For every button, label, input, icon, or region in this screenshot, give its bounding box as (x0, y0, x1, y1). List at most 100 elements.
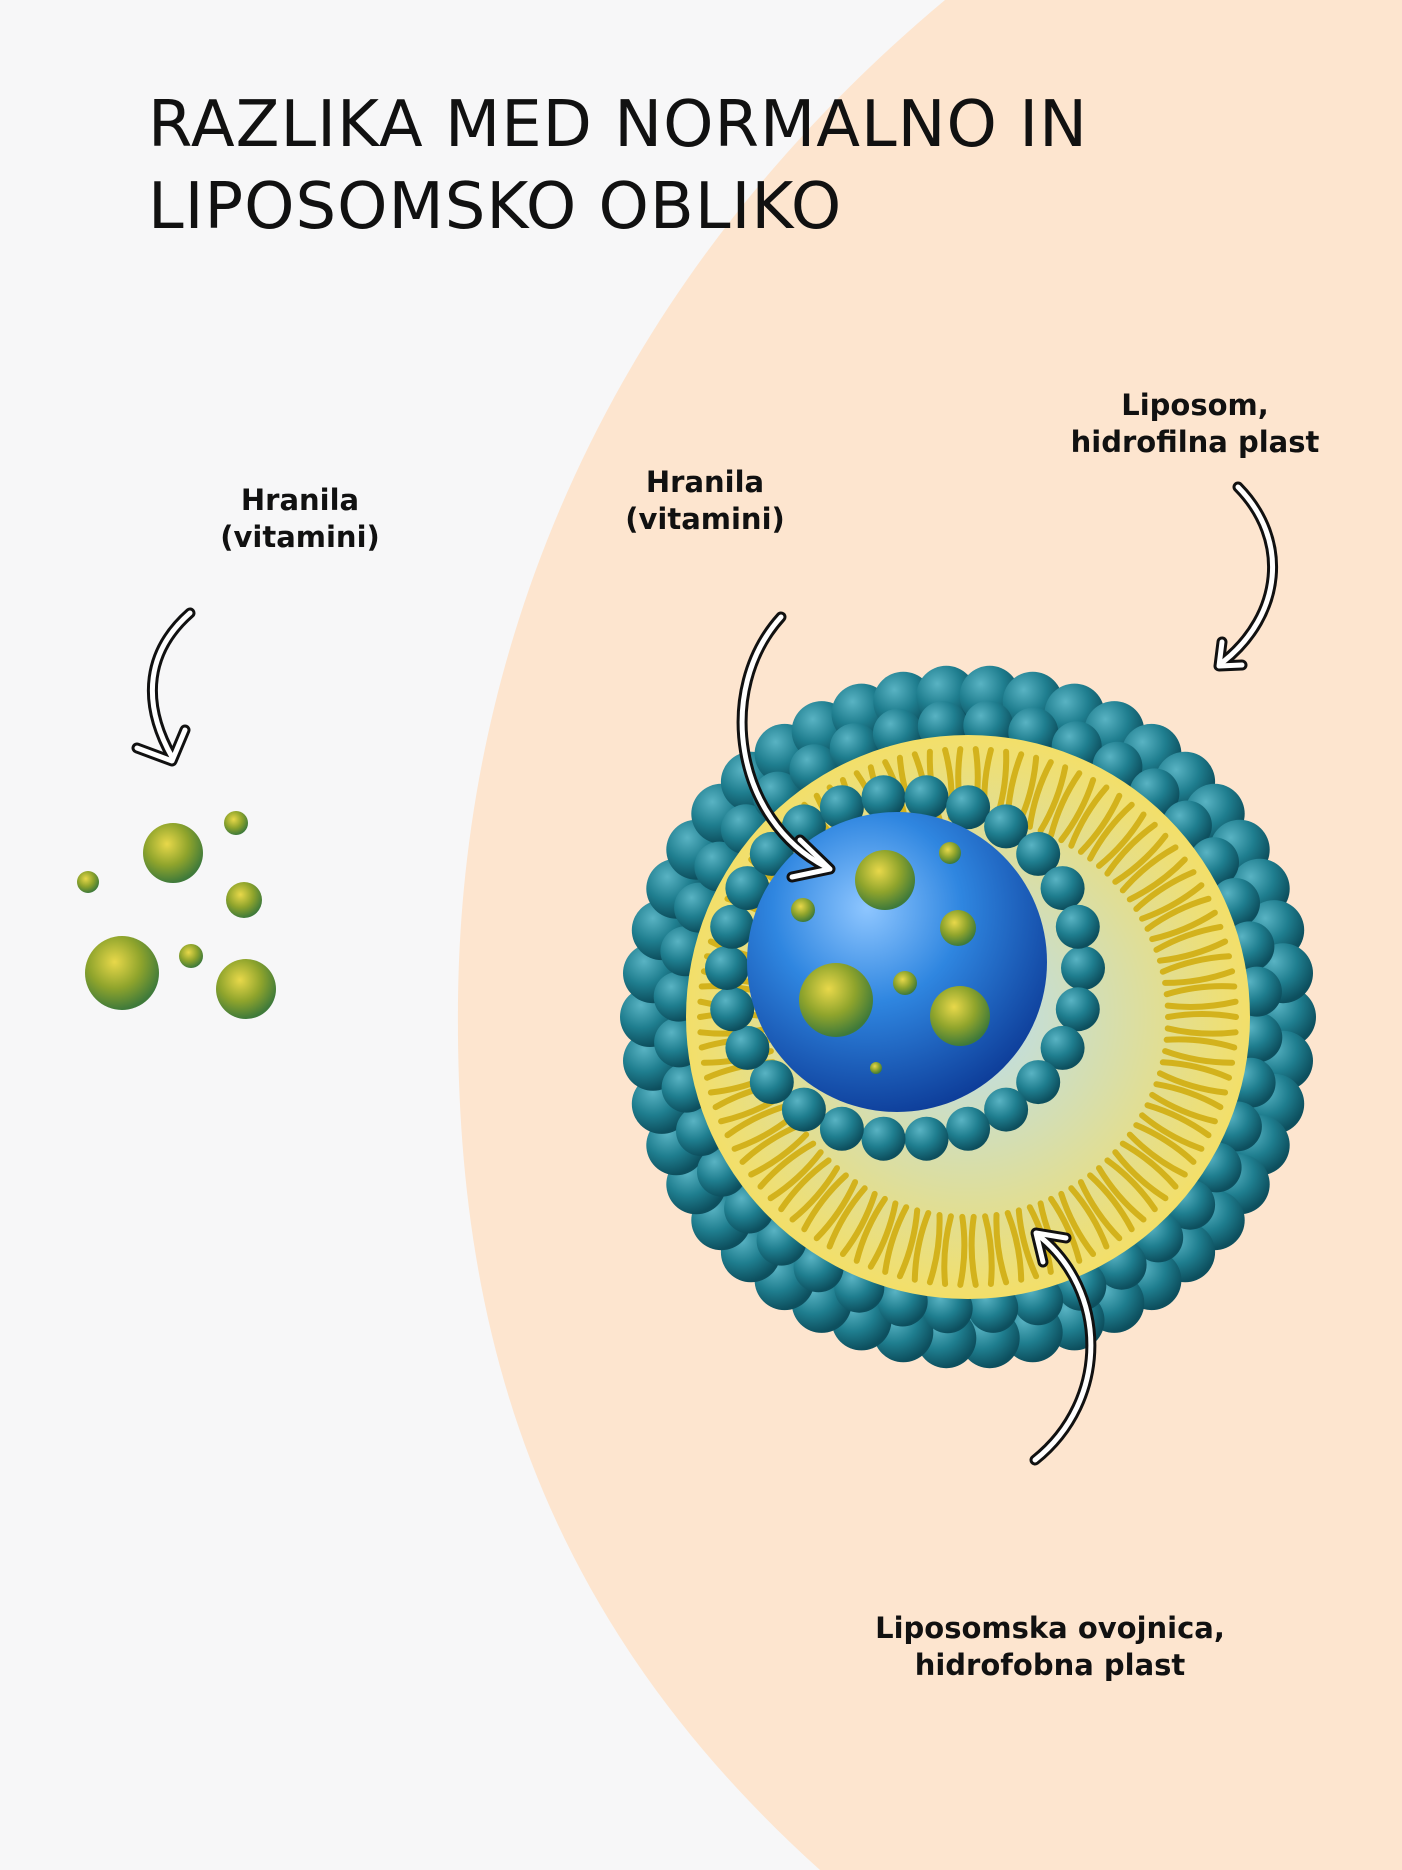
lipid-head (946, 1106, 991, 1151)
lipid-tail (1112, 1149, 1169, 1202)
lipid-tail (1048, 1195, 1083, 1264)
lipid-head (1016, 1060, 1061, 1105)
lipid-tail (1096, 1165, 1147, 1223)
label-line: hidrofobna plast (914, 1648, 1186, 1682)
lipid-tail (1058, 777, 1097, 844)
lipid-tail (1112, 832, 1169, 885)
lipid-head (1040, 1025, 1085, 1070)
lipid-tail (789, 1165, 840, 1223)
lipid-tail (1133, 869, 1197, 912)
lipid-head (710, 987, 755, 1032)
lipid-tail (853, 1195, 888, 1264)
lipid-tail (1162, 1048, 1236, 1066)
lipid-tail (1165, 1011, 1239, 1020)
lipid-head (904, 775, 949, 820)
title-line-1: RAZLIKA MED NORMALNO IN (148, 88, 1088, 162)
lipid-tail (757, 1140, 817, 1190)
lipid-head (749, 1060, 794, 1105)
nutrient-particle-icon (791, 898, 815, 922)
lipid-tail (1149, 1091, 1218, 1125)
inner-head-layer (705, 775, 1105, 1161)
lipid-tail (896, 1207, 921, 1280)
lipid-tail (1163, 983, 1238, 998)
lipid-tail (1015, 1207, 1040, 1280)
lipid-tail (1058, 1190, 1097, 1257)
lipid-tail (1096, 811, 1147, 869)
lipid-head (946, 785, 991, 830)
lipid-tail (1104, 1157, 1158, 1213)
label-envelope-hydrophobic: Liposomska ovojnica, hidrofobna plast (815, 1610, 1285, 1684)
lipid-head (725, 1025, 770, 1070)
lipid-tail (1119, 1140, 1179, 1190)
lipid-tail (813, 1179, 859, 1242)
lipid-tail (1164, 998, 1239, 1010)
nutrient-particle-icon (870, 1062, 882, 1074)
label-line: Hranila (645, 465, 765, 499)
lipid-tail (1087, 1172, 1135, 1233)
lipid-tail (957, 1213, 968, 1288)
lipid-tail (1077, 1179, 1123, 1242)
nutrient-particle-icon (77, 871, 99, 893)
lipid-tail (1159, 1059, 1232, 1081)
nutrient-particle-icon (143, 823, 203, 883)
nutrient-particle-icon (216, 959, 276, 1019)
nutrient-particle-icon (799, 963, 873, 1037)
nutrient-particle-icon (226, 882, 262, 918)
lipid-tail (1156, 938, 1229, 964)
lipid-head (1040, 866, 1085, 911)
lipid-tail (1144, 895, 1212, 932)
lipid-tail (1159, 953, 1232, 975)
lipid-tail (1004, 1210, 1025, 1283)
lipid-head (819, 785, 864, 830)
nutrient-particle-icon (940, 910, 976, 946)
lipid-head (904, 1116, 949, 1161)
title-line-2: LIPOSOMSKO OBLIKO (148, 170, 843, 244)
lipid-tail (1139, 882, 1205, 922)
lipid-head (1055, 904, 1100, 949)
label-line: Liposomska ovojnica, (875, 1611, 1225, 1645)
lipid-head (861, 775, 906, 820)
lipid-head (705, 946, 749, 990)
lipid-tail (982, 1213, 995, 1287)
lipid-tail (826, 1185, 868, 1250)
page-title: RAZLIKA MED NORMALNO IN LIPOSOMSKO OBLIK… (148, 84, 1088, 248)
lipid-head (710, 904, 755, 949)
label-line: (vitamini) (625, 502, 785, 536)
lipid-tail (1119, 844, 1179, 894)
lipid-tail (1156, 1070, 1229, 1096)
lipid-tail (926, 1212, 943, 1286)
lipid-head (1061, 946, 1105, 990)
liposome-illustration (620, 665, 1316, 1369)
label-line: hidrofilna plast (1070, 425, 1320, 459)
lipid-tail (748, 1131, 810, 1178)
nutrient-particle-icon (893, 971, 917, 995)
lipid-tail (941, 1213, 954, 1287)
lipid-tail (1087, 801, 1135, 862)
lipid-tail (1026, 759, 1054, 830)
free-nutrients-group (77, 811, 276, 1019)
lipid-head (819, 1106, 864, 1151)
lipid-tail (993, 1212, 1010, 1286)
lipid-tail (801, 1172, 849, 1233)
lipid-tail (778, 1157, 832, 1213)
lipid-tail (968, 1213, 979, 1288)
lipid-tail (1153, 923, 1224, 953)
lipid-tail (1126, 1131, 1188, 1178)
nutrient-particle-icon (855, 850, 915, 910)
lipid-tail (1163, 1036, 1238, 1051)
lipid-tail (1104, 821, 1158, 877)
lipid-tail (1068, 784, 1110, 849)
lipid-tail (911, 1210, 932, 1283)
lipid-tail (1153, 1081, 1224, 1111)
lipid-tail (1144, 1102, 1212, 1139)
lipid-head (1016, 831, 1061, 876)
lipid-tail (1037, 764, 1069, 834)
lipid-tail (1133, 1122, 1197, 1165)
nutrient-particle-icon (179, 944, 203, 968)
lipid-tail (1068, 1185, 1110, 1250)
lipid-head (1055, 987, 1100, 1032)
nutrient-particle-icon (939, 842, 961, 864)
lipid-tail (1149, 909, 1218, 943)
label-line: (vitamini) (220, 520, 380, 554)
